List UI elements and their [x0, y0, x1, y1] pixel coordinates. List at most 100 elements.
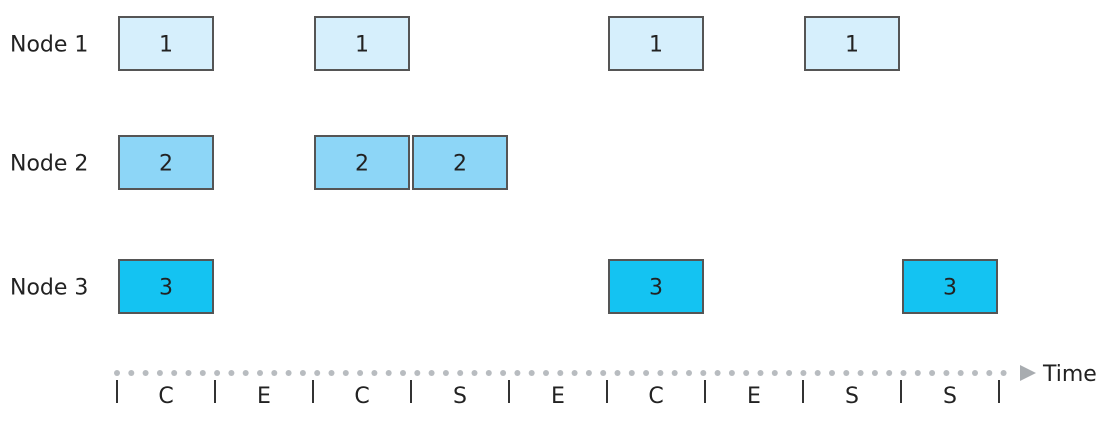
axis-dot [943, 370, 950, 376]
axis-dot [628, 370, 635, 376]
axis-dot [199, 370, 206, 376]
frame-label: 1 [845, 33, 859, 58]
axis-dot [528, 370, 535, 376]
axis-dot [142, 370, 149, 376]
frame-label: 3 [649, 276, 663, 301]
time-label: Time [1042, 362, 1097, 387]
axis-dot [557, 370, 564, 376]
frame-label: 3 [943, 276, 957, 301]
node-label: Node 3 [10, 276, 88, 301]
axis-dot [514, 370, 521, 376]
node-row-1: Node 1 1 1 1 1 [10, 16, 900, 71]
axis-dot [385, 370, 392, 376]
arrow-icon [1020, 365, 1036, 381]
axis-dot [442, 370, 449, 376]
axis-dot [871, 370, 878, 376]
axis-dot [342, 370, 349, 376]
axis-dot [614, 370, 621, 376]
frame-label: 3 [159, 276, 173, 301]
axis-dot [214, 370, 221, 376]
axis-dot [185, 370, 192, 376]
axis-dot [757, 370, 764, 376]
axis-dot [500, 370, 507, 376]
node-row-2: Node 2 2 2 2 [10, 135, 508, 190]
axis-dot [800, 370, 807, 376]
axis-dot [428, 370, 435, 376]
axis-dot [328, 370, 335, 376]
axis-dot [843, 370, 850, 376]
axis-dot [400, 370, 406, 376]
frame-label: 1 [159, 33, 173, 58]
slot-outcome-label: S [845, 384, 859, 409]
axis-dot [600, 370, 607, 376]
axis-dot [156, 370, 163, 376]
axis-dot [414, 370, 421, 376]
axis-dot [543, 370, 549, 376]
slot-outcome-label: E [257, 384, 271, 409]
axis-dot [271, 370, 278, 376]
slot-outcome-label: E [551, 384, 565, 409]
frame-box [118, 16, 214, 71]
frame-label: 2 [355, 152, 369, 177]
axis-dot [485, 370, 492, 376]
frame-label: 1 [649, 33, 663, 58]
axis-dot [257, 370, 263, 376]
frame-box [608, 16, 704, 71]
axis-dot [228, 370, 235, 376]
slot-outcome-label: C [354, 384, 369, 409]
axis-dot [857, 370, 864, 376]
frame-label: 1 [355, 33, 369, 58]
slot-outcome-label: C [158, 384, 173, 409]
axis-dot [686, 370, 692, 376]
node-row-3: Node 3 3 3 3 [10, 259, 998, 314]
axis-dot [314, 370, 321, 376]
frame-box [412, 135, 508, 190]
frame-box [314, 16, 410, 71]
axis-dot [128, 370, 135, 376]
node-label: Node 2 [10, 152, 88, 177]
axis-dot [171, 370, 178, 376]
frame-box [118, 259, 214, 314]
axis-dot [700, 370, 707, 376]
frame-box [804, 16, 900, 71]
axis-dot [114, 370, 120, 376]
frame-label: 2 [453, 152, 467, 177]
axis-dot [371, 370, 378, 376]
axis-dot [657, 370, 664, 376]
node-label: Node 1 [10, 33, 88, 58]
axis-dot [814, 370, 821, 376]
frame-box [314, 135, 410, 190]
axis-dot [643, 370, 650, 376]
axis-dot [914, 370, 921, 376]
axis-dot [900, 370, 907, 376]
axis-dot [743, 370, 750, 376]
axis-dot [357, 370, 364, 376]
axis-dot [771, 370, 778, 376]
frame-box [902, 259, 998, 314]
axis-dot [457, 370, 464, 376]
axis-dot [299, 370, 306, 376]
axis-dot [1000, 370, 1007, 376]
frame-label: 2 [159, 152, 173, 177]
slot-outcome-label: C [648, 384, 663, 409]
axis-dot [285, 370, 292, 376]
axis-dot [571, 370, 578, 376]
axis-dot [986, 370, 993, 376]
axis-dot [714, 370, 721, 376]
axis-dot [786, 370, 793, 376]
slot-outcome-label: S [453, 384, 467, 409]
axis-dot [585, 370, 592, 376]
axis-dot [886, 370, 893, 376]
axis-dot [929, 370, 936, 376]
axis-dot [242, 370, 249, 376]
axis-dot [671, 370, 678, 376]
slot-outcome-label: S [943, 384, 957, 409]
axis-dot [829, 370, 835, 376]
axis-dot [471, 370, 478, 376]
frame-box [608, 259, 704, 314]
frame-box [118, 135, 214, 190]
axis-dot [972, 370, 978, 376]
axis-dot [957, 370, 964, 376]
